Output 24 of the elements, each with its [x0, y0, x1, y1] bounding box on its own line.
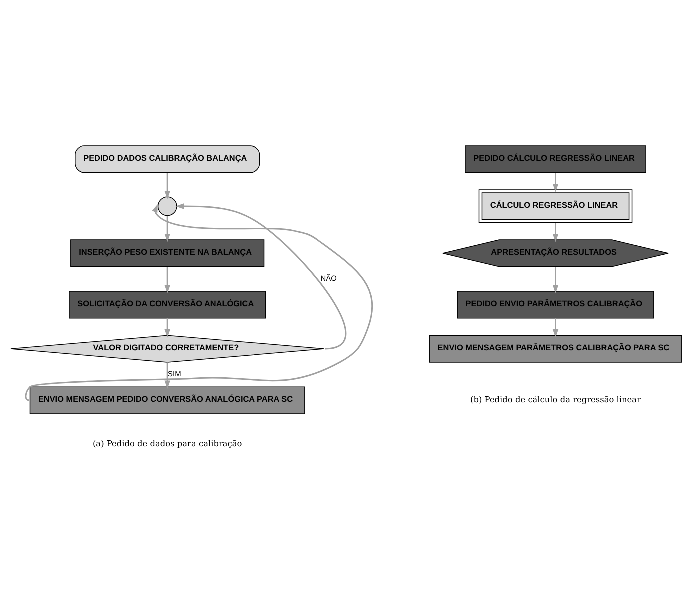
node-box: PEDIDO DADOS CALIBRAÇÃO BALANÇA — [75, 146, 260, 174]
node-box: PEDIDO CÁLCULO REGRESSÃO LINEAR — [465, 146, 646, 174]
arrow — [164, 216, 170, 242]
arrow — [164, 173, 170, 200]
edge-label: SIM — [168, 370, 182, 379]
edge-label: NÃO — [320, 274, 337, 284]
node-box: ENVIO MENSAGEM PARÂMETROS CALIBRAÇÃO PARA SC — [429, 335, 682, 363]
arrow — [552, 267, 559, 294]
arrow — [176, 204, 346, 350]
node-circle — [158, 196, 178, 216]
node-box: SOLICITAÇÃO DA CONVERSÃO ANALÓGICA — [69, 291, 266, 319]
node-diamond: VALOR DIGITADO CORRETAMENTE? — [10, 335, 325, 363]
node-box: CÁLCULO REGRESSÃO LINEAR — [478, 190, 633, 224]
arrow — [164, 267, 170, 294]
arrow — [552, 173, 559, 192]
node-box: PEDIDO ENVIO PARÂMETROS CALIBRAÇÃO — [457, 291, 654, 319]
label: (b) Pedido de cálculo da regressão linear — [470, 394, 641, 405]
node-box: ENVIO MENSAGEM PEDIDO CONVERSÃO ANALÓGICA PARA SC — [30, 386, 306, 414]
node-box: INSERÇÃO PESO EXISTENTE NA BALANÇA — [70, 240, 265, 268]
arrow — [552, 223, 559, 242]
label: (a) Pedido de dados para calibração — [92, 438, 242, 449]
arrow — [164, 362, 170, 390]
arrow — [552, 318, 559, 338]
arrow — [164, 318, 170, 338]
